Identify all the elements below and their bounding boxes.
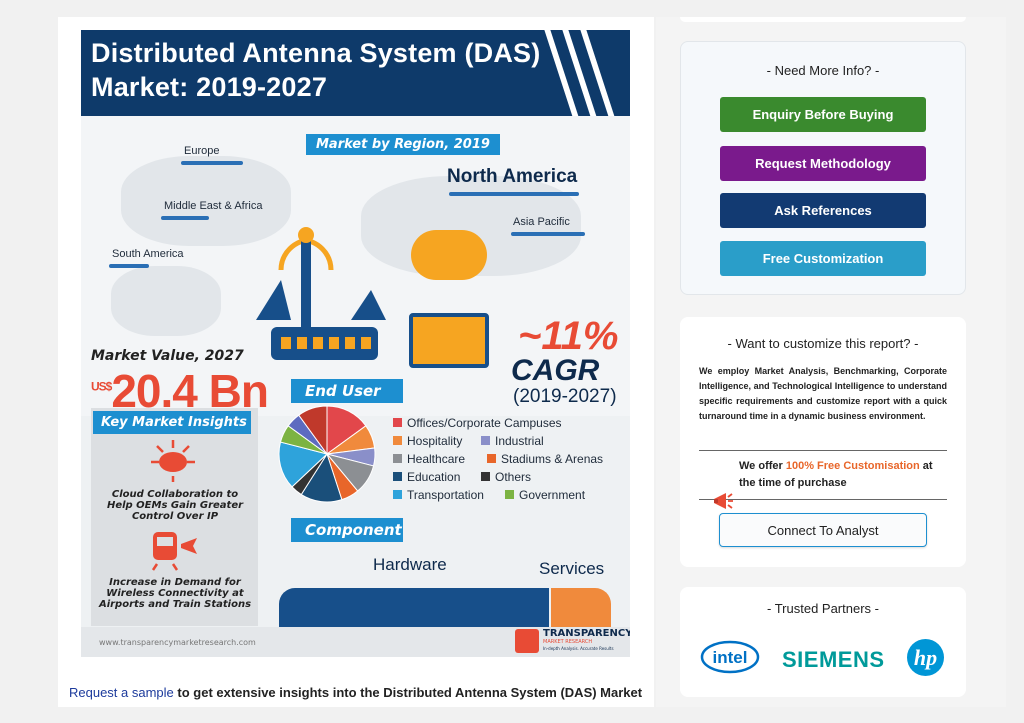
intel-logo: intel (700, 640, 760, 674)
cagr-label: CAGR (511, 354, 600, 387)
pie-slice (298, 405, 328, 456)
request-sample-link[interactable]: Request a sample (69, 685, 174, 700)
sidebar-card-edge (680, 17, 966, 22)
region-mea: Middle East & Africa (164, 200, 263, 212)
legend-item: Others (481, 470, 531, 484)
legend-swatch (393, 436, 402, 445)
legend-label: Others (495, 470, 532, 484)
key-insights-box (91, 408, 258, 626)
cagr-years: (2019-2027) (513, 386, 617, 407)
legend-item: Education (393, 470, 460, 484)
legend-swatch (393, 454, 402, 463)
hp-logo: hp (907, 639, 944, 676)
legend-swatch (487, 454, 496, 463)
siemens-logo: SIEMENS (782, 647, 885, 672)
legend-item: Industrial (481, 434, 544, 448)
website-url: www.transparencymarketresearch.com (99, 638, 256, 647)
cloud-network-icon (151, 440, 195, 482)
router-illustration (271, 327, 378, 360)
tmr-logo: TRANSPARENCY MARKET RESEARCH In-depth An… (515, 627, 630, 655)
legend-label: Education (407, 470, 461, 484)
legend-label: Government (519, 488, 586, 502)
trusted-partners-card: - Trusted Partners - intel SIEMENS hp (680, 587, 966, 697)
customize-report-card: - Want to customize this report? - We em… (680, 317, 966, 567)
legend-label: Transportation (407, 488, 484, 502)
megaphone-icon (714, 493, 733, 509)
cagr-percent: ~11% (518, 314, 619, 358)
infographic-banner: Distributed Antenna System (DAS) Market:… (81, 30, 630, 130)
legend-item: Hospitality (393, 434, 462, 448)
request-methodology-button[interactable]: Request Methodology (720, 146, 926, 181)
insight-connectivity: Increase in Demand for Wireless Connecti… (98, 577, 252, 610)
region-tag: Market by Region, 2019 (306, 134, 500, 155)
legend-swatch (481, 436, 490, 445)
divider (699, 499, 947, 500)
market-value-label: Market Value, 2027 (91, 348, 244, 364)
legend-swatch (481, 472, 490, 481)
legend-label: Offices/Corporate Campuses (407, 416, 562, 430)
component-hardware-label: Hardware (373, 555, 447, 574)
key-insights-tag: Key Market Insights (93, 411, 251, 434)
region-bar (109, 264, 149, 268)
insight-cloud: Cloud Collaboration to Help OEMs Gain Gr… (106, 489, 244, 522)
region-south-america: South America (112, 248, 184, 260)
free-customization-button[interactable]: Free Customization (720, 241, 926, 276)
end-user-pie (278, 405, 376, 503)
legend-label: Stadiums & Arenas (501, 452, 604, 466)
legend-swatch (393, 418, 402, 427)
region-europe: Europe (184, 145, 220, 157)
antenna-tower-illustration (256, 227, 386, 330)
enquiry-before-buying-button[interactable]: Enquiry Before Buying (720, 97, 926, 132)
legend-item: Stadiums & Arenas (487, 452, 603, 466)
component-hardware-bar (279, 588, 549, 628)
end-user-tag: End User (291, 379, 403, 403)
wifi-screen-illustration (409, 313, 489, 368)
legend-label: Hospitality (407, 434, 463, 448)
legend-swatch (393, 472, 402, 481)
divider (699, 450, 947, 451)
free-customisation-offer: We offer 100% Free Customisation at the … (739, 460, 933, 489)
legend-item: Healthcare (393, 452, 465, 466)
legend-label: Industrial (495, 434, 544, 448)
svg-text:intel: intel (713, 648, 748, 667)
banner-stripe (541, 30, 583, 130)
component-tag: Component (291, 518, 403, 542)
region-asia-pacific: Asia Pacific (513, 216, 570, 228)
need-more-info-card: - Need More Info? - Enquiry Before Buyin… (680, 41, 966, 295)
legend-swatch (505, 490, 514, 499)
world-map (81, 116, 630, 416)
customize-title: - Want to customize this report? - (727, 336, 919, 351)
cloud-illustration (411, 230, 487, 280)
region-bar (161, 216, 209, 220)
pie-slice (278, 441, 329, 488)
trusted-partners-title: - Trusted Partners - (767, 601, 879, 616)
market-infographic: Distributed Antenna System (DAS) Market:… (81, 30, 630, 657)
region-bar (511, 232, 585, 236)
region-bar (449, 192, 579, 196)
legend-item: Government (505, 488, 585, 502)
tmr-logo-mark (515, 629, 539, 653)
region-bar (181, 161, 243, 165)
ask-references-button[interactable]: Ask References (720, 193, 926, 228)
legend-label: Healthcare (407, 452, 466, 466)
legend-item: Offices/Corporate Campuses (393, 416, 562, 430)
component-services-bar (551, 588, 611, 628)
train-plane-icon (151, 532, 197, 571)
infographic-title: Distributed Antenna System (DAS) Market:… (91, 38, 541, 102)
need-more-info-title: - Need More Info? - (766, 63, 880, 78)
region-north-america: North America (447, 166, 578, 187)
sample-request-line: Request a sample to get extensive insigh… (69, 685, 643, 700)
legend-item: Transportation (393, 488, 484, 502)
customize-description: We employ Market Analysis, Benchmarking,… (699, 366, 947, 421)
legend-swatch (393, 490, 402, 499)
component-services-label: Services (539, 559, 605, 578)
connect-to-analyst-button[interactable]: Connect To Analyst (719, 513, 927, 547)
